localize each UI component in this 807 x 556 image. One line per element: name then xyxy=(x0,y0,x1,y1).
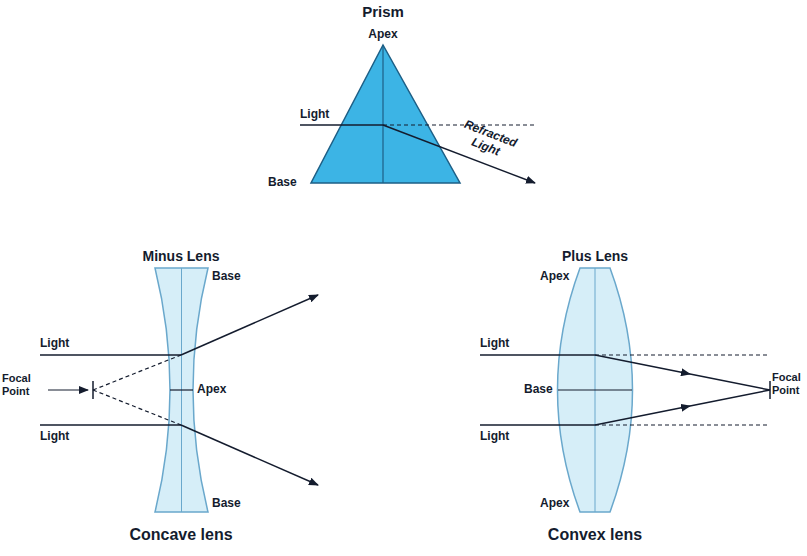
incident-ray xyxy=(40,354,181,356)
ray-label: Light xyxy=(480,430,509,444)
focal-tick xyxy=(769,381,771,399)
part-label: Base xyxy=(524,383,553,397)
converging-ray xyxy=(595,355,690,374)
part-label: Base xyxy=(268,176,297,190)
part-label: Base xyxy=(212,497,241,511)
base-line xyxy=(558,389,632,390)
diverging-ray xyxy=(181,295,318,355)
part-label: Base xyxy=(212,270,241,284)
part-label: Apex xyxy=(540,497,569,511)
incident-ray xyxy=(480,354,595,356)
virtual-ray xyxy=(93,355,181,390)
virtual-ray xyxy=(93,390,181,425)
convex-lens-shape xyxy=(558,268,633,512)
converging-ray xyxy=(595,406,690,425)
ray-label: Light xyxy=(40,430,69,444)
refracted-ray xyxy=(383,125,535,183)
undeviated-path xyxy=(595,424,770,425)
focal-pointer xyxy=(48,389,88,390)
converging-ray xyxy=(690,374,770,390)
prism-shape xyxy=(311,45,460,183)
focal-tick xyxy=(92,381,94,399)
ray-label: Light xyxy=(40,337,69,351)
section-title: Plus Lens xyxy=(535,248,655,264)
part-label: Apex xyxy=(360,28,406,42)
prism-axis xyxy=(382,45,383,183)
incident-ray xyxy=(480,424,595,426)
ray-label: Light xyxy=(480,337,509,351)
diverging-ray xyxy=(181,425,318,485)
focal-label: Focal Point xyxy=(2,372,42,397)
undeviated-path xyxy=(383,124,535,125)
focal-label: Focal Point xyxy=(772,371,804,396)
section-title: Prism xyxy=(343,3,423,20)
apex-line xyxy=(170,389,193,390)
incident-ray xyxy=(300,124,383,126)
caption-label: Convex lens xyxy=(515,526,675,544)
part-label: Apex xyxy=(540,270,569,284)
section-title: Minus Lens xyxy=(121,248,241,264)
ray-label: Refracted Light xyxy=(444,113,532,169)
converging-ray xyxy=(690,390,770,406)
incident-ray xyxy=(40,424,181,426)
undeviated-path xyxy=(595,354,770,355)
part-label: Apex xyxy=(197,383,226,397)
caption-label: Concave lens xyxy=(101,526,261,544)
ray-label: Light xyxy=(300,108,329,122)
